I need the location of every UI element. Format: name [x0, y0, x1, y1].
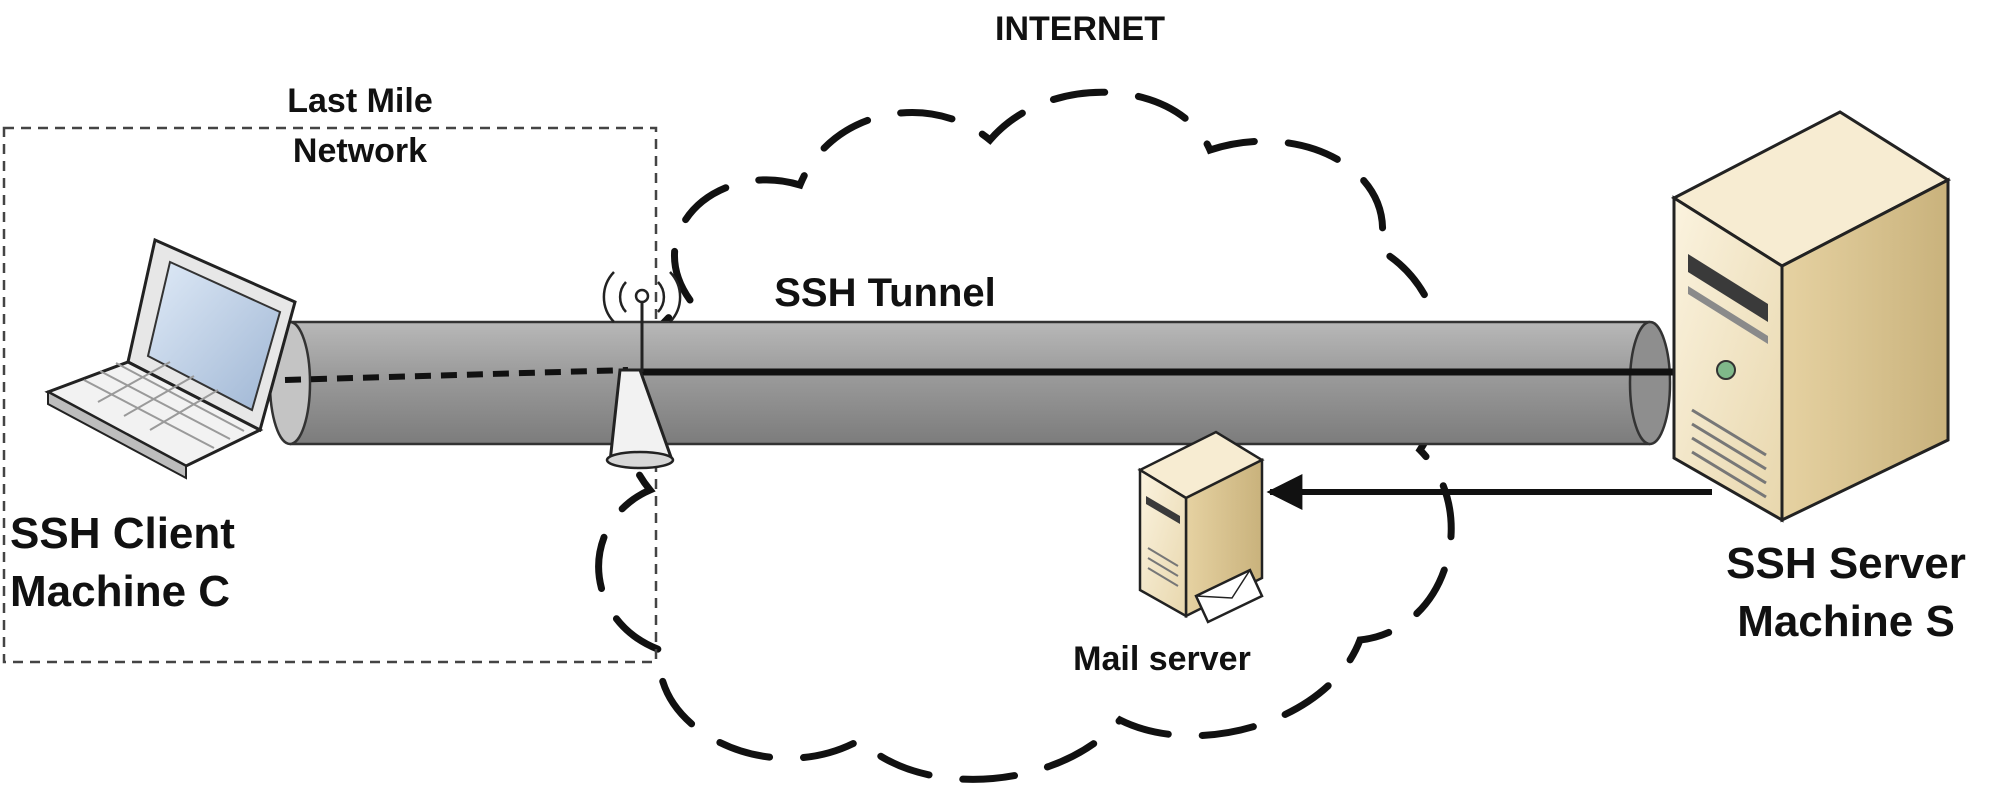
internet-label: INTERNET [995, 10, 1165, 48]
ssh-server-label-line2: Machine S [1737, 597, 1955, 646]
last-mile-label-line2: Network [293, 132, 427, 170]
mail-server-label: Mail server [1073, 640, 1251, 678]
ssh-server-label-line1: SSH Server [1726, 539, 1966, 588]
ssh-tunnel-label: SSH Tunnel [774, 271, 995, 315]
ssh-client-label-line1: SSH Client [10, 509, 235, 558]
last-mile-label-line1: Last Mile [287, 82, 432, 120]
client-router-link [284, 367, 629, 383]
internet-cloud [595, 88, 1455, 783]
tower-server-icon [1670, 110, 1952, 523]
ssh-tunnel-tube [268, 320, 1672, 446]
laptop-icon [44, 237, 297, 480]
wireless-router-icon [602, 271, 682, 470]
mail-server-icon [1137, 430, 1265, 624]
ssh-client-label-line2: Machine C [10, 567, 230, 616]
envelope-icon [1194, 568, 1264, 624]
